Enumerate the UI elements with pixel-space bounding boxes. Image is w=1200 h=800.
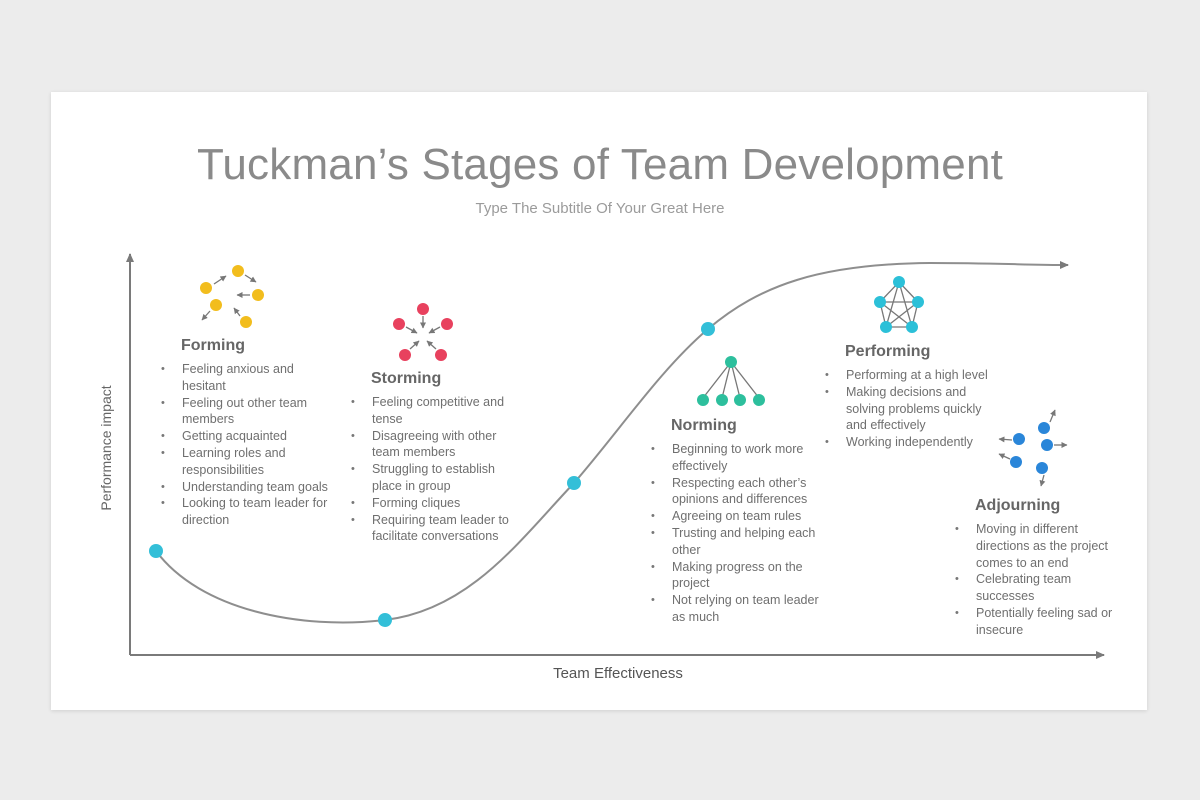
dispersing-arrows-icon (998, 409, 1068, 487)
curve-point-norming (567, 476, 581, 490)
list-item: Disagreeing with other team members (351, 428, 526, 462)
stage-bullet-list: Moving in different directions as the pr… (955, 521, 1125, 639)
stage-bullet-list: Feeling anxious and hesitant Feeling out… (161, 361, 331, 529)
list-item: Requiring team leader to facilitate conv… (351, 512, 526, 546)
list-item: Struggling to establish place in group (351, 461, 526, 495)
stage-storming: Storming Feeling competitive and tense D… (351, 370, 526, 545)
network-pentagon-icon (874, 276, 924, 333)
stage-title: Adjourning (975, 497, 1061, 514)
list-item: Getting acquainted (161, 428, 331, 445)
list-item: Understanding team goals (161, 479, 331, 496)
y-axis-label: Performance impact (98, 385, 114, 511)
converging-arrows-icon (393, 303, 453, 361)
curve-point-performing (701, 322, 715, 336)
stage-performing: Performing Performing at a high level Ma… (825, 343, 990, 451)
curve-point-forming (149, 544, 163, 558)
list-item: Feeling out other team members (161, 395, 331, 429)
stage-title: Forming (181, 337, 245, 354)
stage-title: Storming (371, 370, 442, 387)
list-item: Feeling competitive and tense (351, 394, 526, 428)
stage-forming: Forming Feeling anxious and hesitant Fee… (161, 337, 331, 529)
stage-bullet-list: Performing at a high level Making decisi… (825, 367, 990, 451)
list-item: Moving in different directions as the pr… (955, 521, 1125, 571)
scatter-arrows-icon (200, 265, 264, 328)
list-item: Potentially feeling sad or insecure (955, 605, 1125, 639)
stage-title: Performing (845, 343, 931, 360)
list-item: Forming cliques (351, 495, 526, 512)
slide-subtitle: Type The Subtitle Of Your Great Here (475, 200, 725, 217)
list-item: Beginning to work more effectively (651, 441, 826, 475)
stage-adjourning: Adjourning Moving in different direction… (955, 497, 1125, 639)
list-item: Making decisions and solving problems qu… (825, 384, 990, 434)
stage-norming: Norming Beginning to work more effective… (651, 417, 826, 626)
list-item: Learning roles and responsibilities (161, 445, 331, 479)
list-item: Feeling anxious and hesitant (161, 361, 331, 395)
list-item: Trusting and helping each other (651, 525, 826, 559)
stage-bullet-list: Beginning to work more effectively Respe… (651, 441, 826, 626)
curve-point-storming (378, 613, 392, 627)
list-item: Not relying on team leader as much (651, 592, 826, 626)
performance-curve (155, 260, 1069, 624)
list-item: Agreeing on team rules (651, 508, 826, 525)
hierarchy-icon (697, 356, 765, 406)
stage-title: Norming (671, 417, 737, 434)
list-item: Respecting each other’s opinions and dif… (651, 475, 826, 509)
list-item: Performing at a high level (825, 367, 990, 384)
list-item: Working independently (825, 434, 990, 451)
list-item: Celebrating team successes (955, 571, 1125, 605)
stage-bullet-list: Feeling competitive and tense Disagreein… (351, 394, 526, 545)
list-item: Making progress on the project (651, 559, 826, 593)
x-axis-label: Team Effectiveness (553, 665, 683, 682)
slide-title: Tuckman’s Stages of Team Development (196, 140, 1004, 189)
list-item: Looking to team leader for direction (161, 495, 331, 529)
